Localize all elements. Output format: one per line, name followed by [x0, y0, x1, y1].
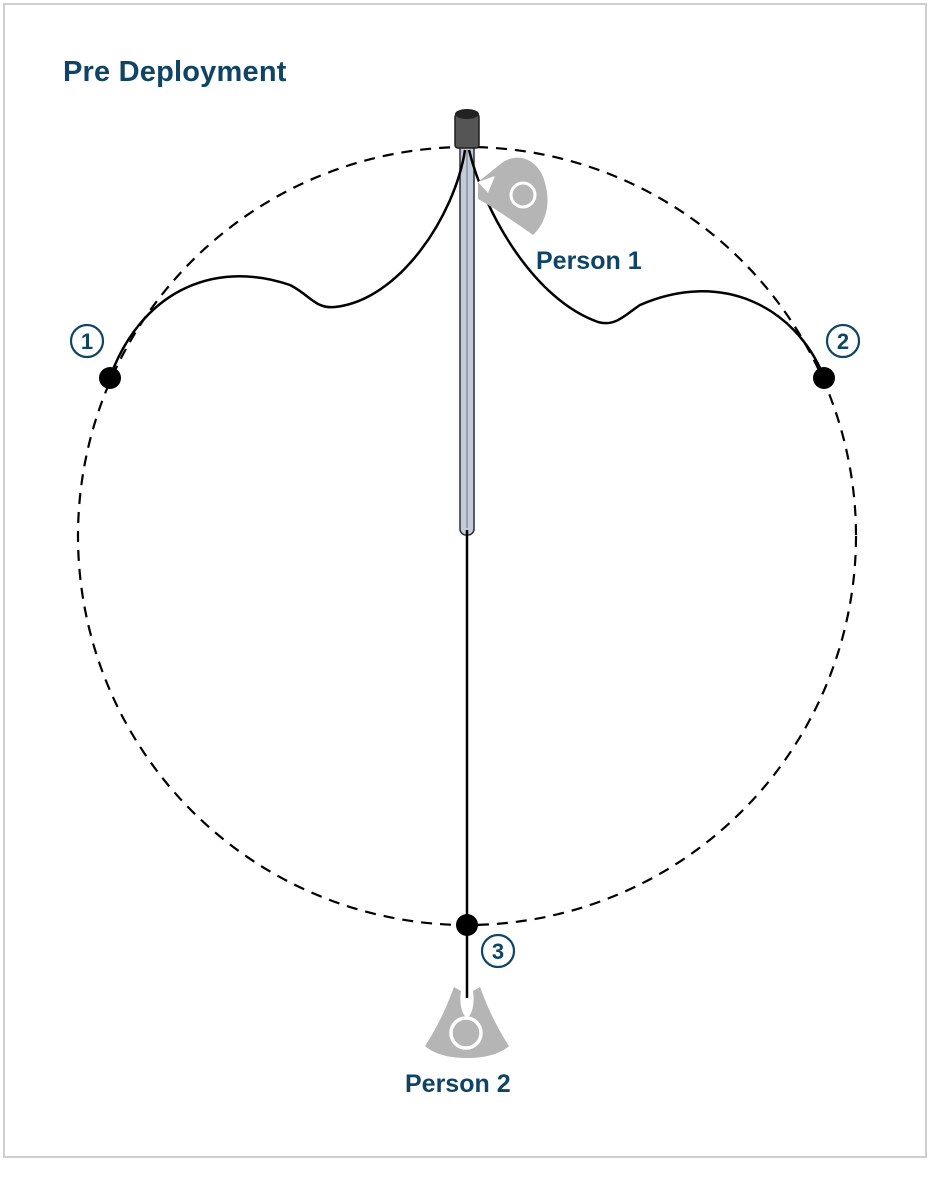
person-2-label: Person 2 — [405, 1070, 511, 1098]
pole-icon — [454, 109, 480, 536]
person-icon — [425, 987, 509, 1058]
pole-cap — [454, 109, 480, 149]
anchor-point-1 — [99, 367, 121, 389]
anchor-point-2 — [813, 367, 835, 389]
marker-2: 2 — [825, 323, 861, 359]
anchor-point-3 — [456, 914, 478, 936]
marker-2-number: 2 — [837, 329, 849, 354]
marker-1: 1 — [69, 323, 105, 359]
marker-3-number: 3 — [492, 939, 504, 964]
person-icon — [478, 157, 548, 235]
marker-1-number: 1 — [81, 329, 93, 354]
left-line — [108, 149, 467, 378]
marker-3: 3 — [480, 933, 516, 969]
page-title: Pre Deployment — [63, 56, 287, 88]
right-line — [467, 149, 826, 378]
person-1-label: Person 1 — [536, 247, 642, 275]
